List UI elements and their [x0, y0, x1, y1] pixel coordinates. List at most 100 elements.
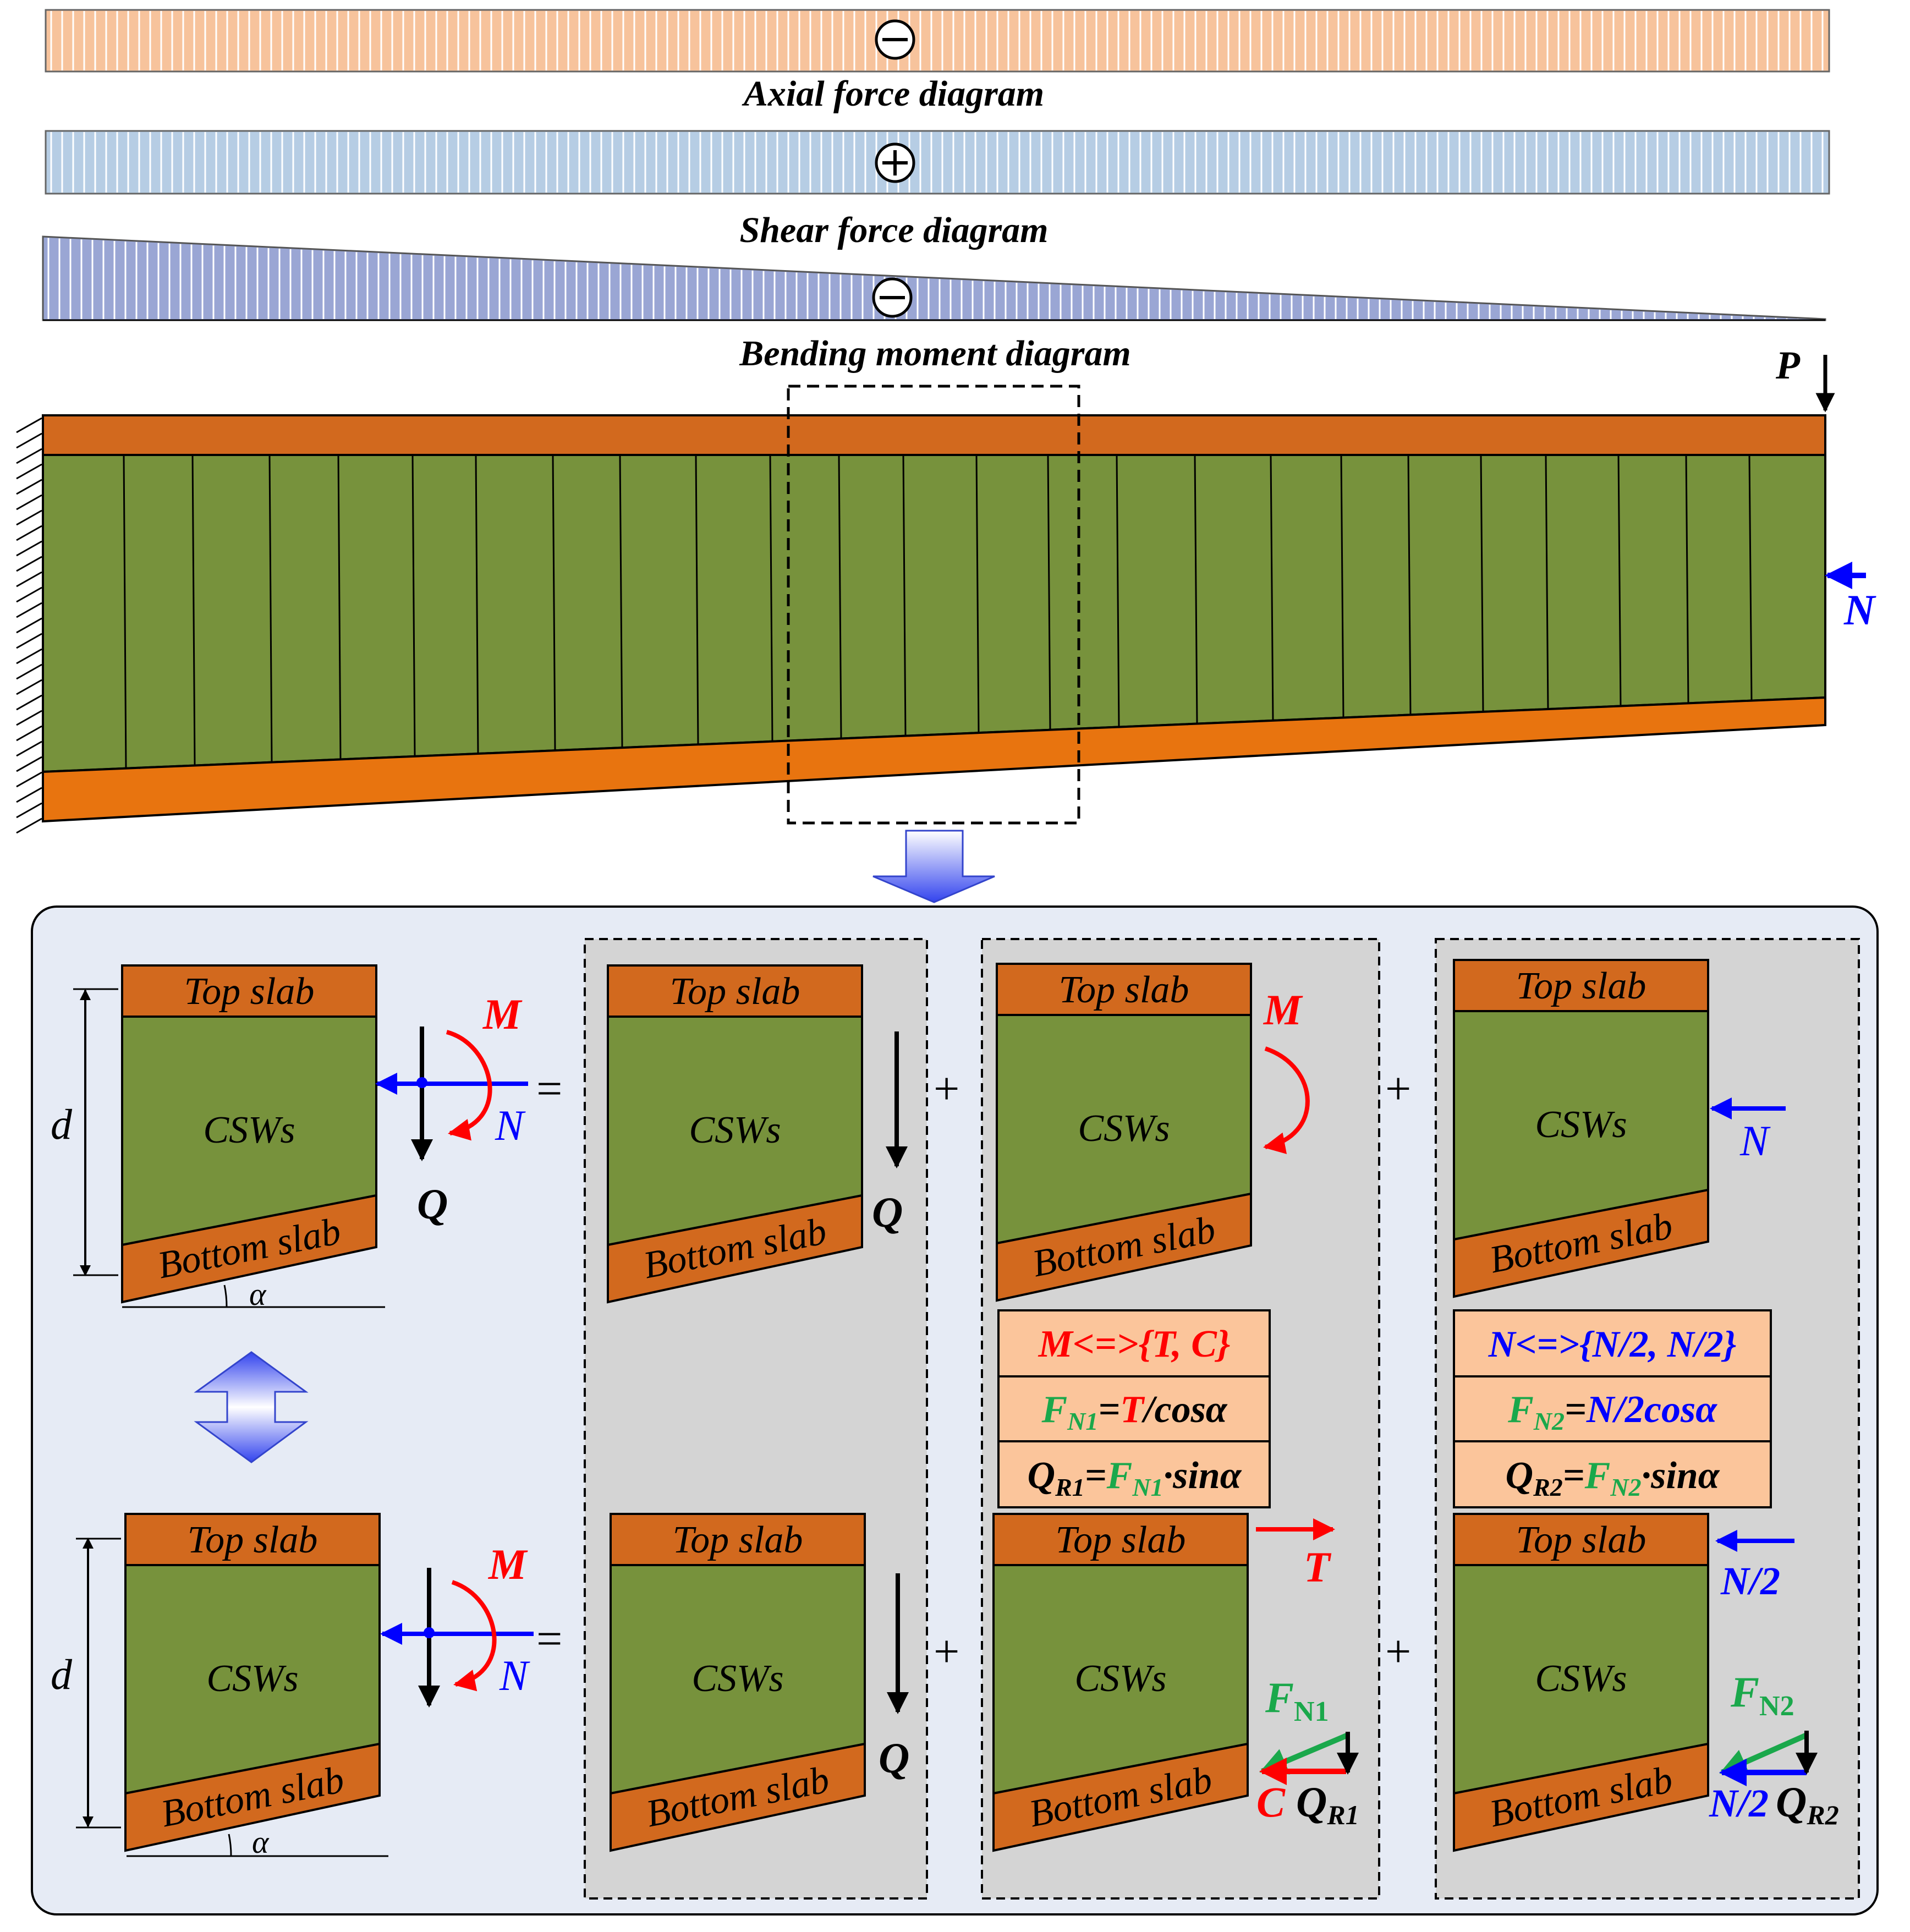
shear-case-forces: Q Q: [872, 1031, 909, 1782]
moment-equations-table: M<=>{T, C} FN1=T/cosα QR1=FN1·sinα: [997, 1309, 1271, 1508]
angle-label: α: [252, 1824, 270, 1860]
shear-force-bar: [45, 130, 1830, 195]
web-fold-line: [411, 454, 416, 757]
half-axial-label: N/2: [1720, 1559, 1780, 1603]
segment-top-slab: [1453, 959, 1709, 1012]
qr2-equation: QR2=FN2·sinα: [1506, 1455, 1720, 1501]
minus-sign-icon: [875, 19, 915, 60]
segment-bottom-slab: [121, 1194, 377, 1304]
web-fold-line: [1116, 454, 1120, 727]
equals-sign: =: [536, 1063, 562, 1115]
moment-pair-equation: M<=>{T, C}: [1038, 1323, 1231, 1365]
equals-sign: =: [536, 1613, 562, 1665]
web-fold-line: [475, 454, 479, 754]
hatch-line: [16, 663, 42, 680]
axial-equations-table: N<=>{N/2, N/2} FN2=N/2cosα QR2=FN2·sinα: [1453, 1309, 1772, 1508]
decomposition-panel: [31, 905, 1879, 1915]
axial-label: N: [495, 1101, 526, 1149]
axial-label: N: [499, 1651, 530, 1699]
angle-mark-bottom: α: [127, 1824, 388, 1860]
compression-label: C: [1256, 1778, 1286, 1826]
shear-label: Q: [879, 1734, 909, 1782]
web-fold-line: [902, 454, 907, 736]
webs-label: CSWs: [1074, 1657, 1166, 1700]
fn1-label: FN1: [1265, 1673, 1329, 1727]
hatch-line: [16, 586, 42, 603]
segment-top-slab: [992, 1513, 1249, 1566]
qr2-label: QR2: [1776, 1778, 1839, 1830]
hatch-line: [16, 725, 42, 742]
half-axial-label: N/2: [1709, 1781, 1769, 1825]
bending-moment-title: Bending moment diagram: [739, 333, 1130, 374]
hatch-line: [16, 571, 42, 588]
hatch-line: [16, 771, 42, 788]
moment-label: M: [482, 990, 523, 1038]
hatch-line: [16, 740, 42, 757]
web-fold-line: [838, 454, 842, 739]
hatch-line: [16, 417, 42, 433]
angle-mark-top: α: [122, 1276, 385, 1312]
hatch-line: [16, 448, 42, 464]
cantilever-beam: P N: [16, 343, 1876, 834]
axial-label: N: [1739, 1117, 1771, 1165]
webs-label: CSWs: [1535, 1104, 1627, 1146]
axial-pair-equation: N<=>{N/2, N/2}: [1488, 1323, 1737, 1365]
web-fold-line: [769, 454, 773, 742]
hatch-line: [16, 525, 42, 541]
web-fold-line: [1407, 454, 1412, 715]
hatch-line: [16, 817, 42, 834]
combined-forces-bottom: M N =: [380, 1540, 562, 1708]
plus-sign: +: [934, 1063, 959, 1115]
depth-label: d: [51, 1100, 73, 1148]
webs-label: CSWs: [1535, 1657, 1627, 1700]
hatch-line: [16, 494, 42, 511]
hatch-line: [16, 463, 42, 480]
top-slab-label: Top slab: [1516, 1519, 1646, 1561]
shear-force-diagram: Shear force diagram: [45, 130, 1830, 250]
webs-label: CSWs: [691, 1657, 783, 1700]
web-fold-line: [1617, 454, 1622, 706]
load-n-label: N: [1843, 586, 1876, 634]
top-slab-label: Top slab: [1516, 965, 1646, 1007]
shear-force-title: Shear force diagram: [740, 210, 1049, 250]
hatch-line: [16, 787, 42, 803]
plus-sign: +: [934, 1626, 959, 1677]
depth-dimension-top: d: [51, 988, 118, 1276]
segment-bottom-slab: [1453, 1742, 1709, 1852]
hatch-line: [16, 679, 42, 695]
webs-label: CSWs: [206, 1657, 298, 1700]
beam-top-slab: [42, 414, 1826, 456]
web-fold-line: [337, 454, 342, 760]
axial-force-hatching: [50, 11, 1824, 70]
top-slab-label: Top slab: [670, 970, 800, 1013]
fn2-equation: FN2=N/2cosα: [1507, 1388, 1717, 1435]
moment-case-forces: M T FN1 C QR1: [1256, 986, 1359, 1830]
hatch-line: [16, 694, 42, 711]
web-fold-line: [619, 454, 623, 748]
web-fold-line: [1685, 454, 1689, 704]
depth-dimension-bottom: d: [51, 1538, 121, 1829]
segment-bottom-slab: [124, 1742, 381, 1852]
web-fold-line: [695, 454, 699, 745]
fn2-label: FN2: [1730, 1668, 1794, 1722]
segment-bottom-slab: [996, 1192, 1252, 1302]
top-slab-label: Top slab: [188, 1519, 318, 1561]
top-slab-label: Top slab: [673, 1519, 803, 1561]
combined-forces-top: M N Q =: [375, 990, 562, 1228]
web-fold-line: [1270, 454, 1274, 721]
qr1-equation: QR1=FN1·sinα: [1028, 1455, 1242, 1501]
hatch-line: [16, 556, 42, 572]
web-fold-line: [1340, 454, 1344, 718]
web-fold-line: [1545, 454, 1549, 710]
equivalence-arrow-icon: [194, 1351, 309, 1463]
moment-label: M: [1263, 986, 1303, 1034]
segment-top-slab: [610, 1513, 866, 1566]
axial-case-forces: N N/2 FN2 N/2 QR2: [1709, 1097, 1839, 1830]
hatch-line: [16, 710, 42, 726]
